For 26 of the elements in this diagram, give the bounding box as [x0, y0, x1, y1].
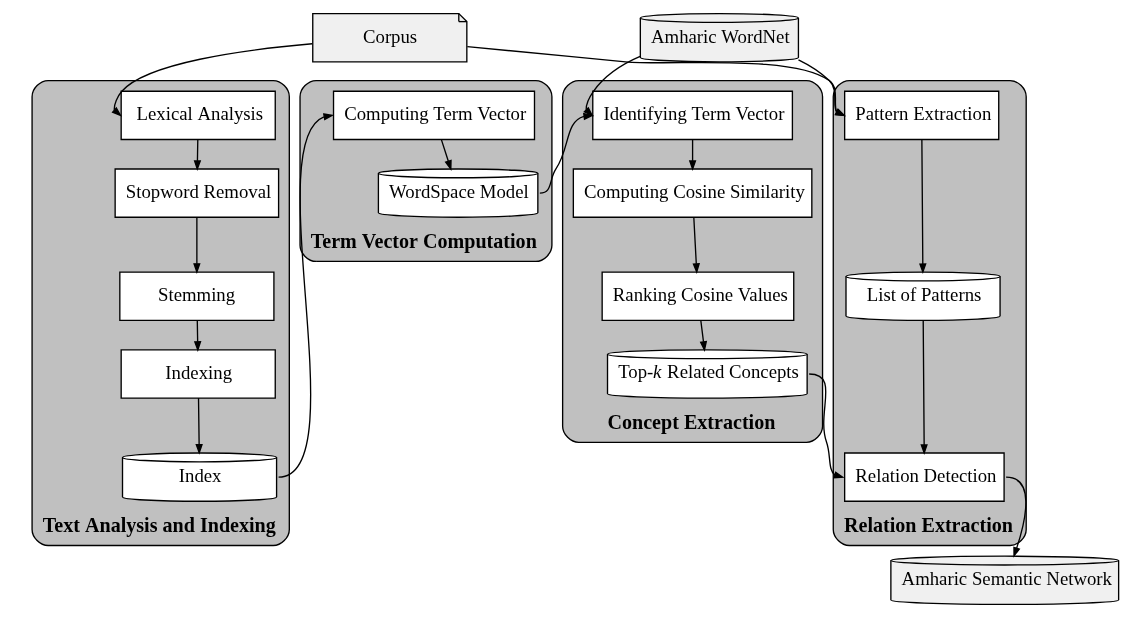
- arrow: [699, 319, 708, 352]
- node-box: Pattern Extraction: [844, 90, 1000, 141]
- arrow: [692, 216, 700, 274]
- arrow: [195, 397, 203, 455]
- arrow: [440, 139, 452, 171]
- arrow: [193, 139, 202, 171]
- arrow: [193, 216, 201, 274]
- arrow: [111, 43, 313, 117]
- arrow: [808, 373, 845, 479]
- node-box: Stopword Removal: [114, 168, 280, 218]
- node-box: Relation Detection: [844, 452, 1005, 502]
- arrow: [797, 59, 846, 117]
- node-box: Computing Term Vector: [332, 90, 536, 141]
- node-box: Identifying Term Vector: [592, 90, 794, 141]
- arrow: [919, 139, 927, 275]
- arrow: [539, 112, 595, 194]
- arrow: [277, 113, 335, 478]
- arrow: [193, 319, 202, 352]
- arrow: [920, 319, 928, 455]
- arrow: [688, 139, 697, 172]
- arrow: [1005, 476, 1027, 558]
- node-box: Ranking Cosine Values: [601, 271, 795, 322]
- node-box: Stemming: [119, 271, 275, 322]
- node-box: Indexing: [120, 349, 276, 399]
- node-box: Lexical Analysis: [120, 90, 276, 141]
- node-box: Computing Cosine Similarity: [572, 168, 813, 218]
